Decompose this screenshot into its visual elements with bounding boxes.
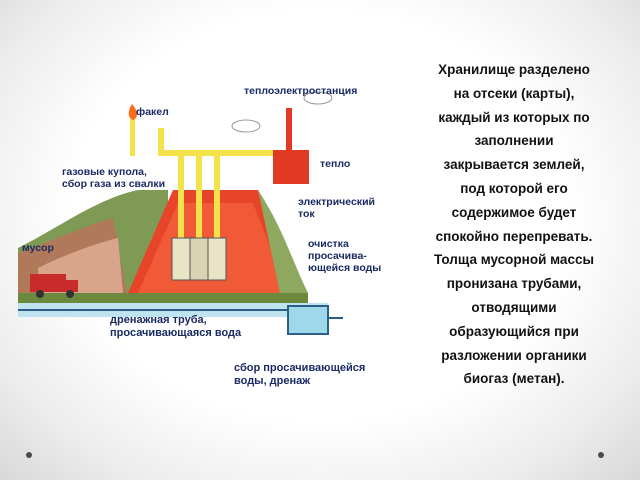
text-line: Толща мусорной массы [434, 252, 594, 268]
text-line: спокойно перепревать. [435, 228, 593, 244]
gas-pipe-2 [196, 150, 202, 260]
gas-pipe-3 [214, 150, 220, 260]
treatment-tank [287, 305, 329, 335]
plant-chimney [286, 108, 292, 152]
gas-well-1 [171, 237, 191, 281]
gas-well-3 [207, 237, 227, 281]
text-line: разложении органики [441, 347, 587, 363]
label-garbage: мусор [22, 242, 54, 254]
slide-corner-dot [26, 452, 32, 458]
gas-well-2 [189, 237, 209, 281]
landfill-illustration [18, 91, 343, 335]
text-line: пронизана трубами, [446, 276, 582, 292]
gas-pipe-1 [178, 150, 184, 260]
torch-flame [128, 104, 137, 120]
base-liner [18, 293, 308, 303]
cloud [303, 91, 333, 105]
torch-pipe [130, 118, 135, 156]
text-line: каждый из которых по [438, 109, 590, 125]
text-line: на отсеки (карты), [453, 85, 575, 101]
text-line: отводящими [471, 299, 557, 315]
text-line: Хранилище разделено [438, 62, 590, 77]
label-drain-pipe: дренажная труба, просачивающаяся вода [110, 314, 242, 339]
gas-collector [158, 150, 278, 156]
text-line: содержимое будет [451, 204, 577, 220]
label-power-plant: теплоэлектростанция [244, 85, 358, 97]
label-leachate-collection: сбор просачивающейся воды, дренаж [234, 362, 366, 387]
label-heat: тепло [320, 158, 351, 170]
text-line: образующийся при [449, 323, 579, 339]
cloud [231, 119, 261, 133]
text-line: заполнении [474, 133, 554, 149]
text-line: под которой его [460, 180, 568, 196]
label-leachate-treatment: очистка просачива- ющейся воды [308, 238, 382, 274]
label-gas-domes: газовые купола, сбор газа из свалки [62, 166, 166, 190]
description-text: Хранилище разделено на отсеки (карты), к… [416, 58, 612, 391]
text-line: биогаз (метан). [463, 371, 565, 387]
slide-corner-dot [598, 452, 604, 458]
power-plant [273, 150, 309, 184]
label-torch: факел [136, 106, 169, 118]
label-electricity: электрический ток [298, 196, 375, 220]
landfill-diagram: факел теплоэлектростанция газовые купола… [18, 78, 383, 396]
garbage-truck [30, 274, 66, 292]
text-line: закрывается землей, [443, 157, 585, 173]
